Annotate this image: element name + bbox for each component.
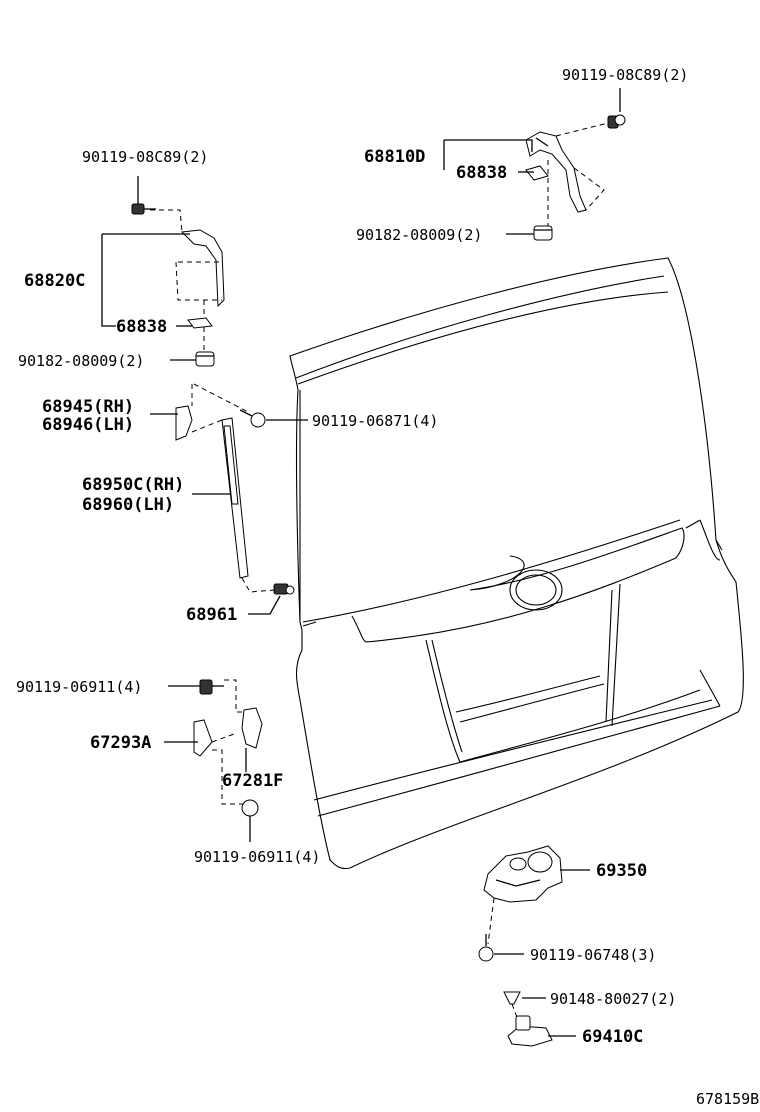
label-damper-lh: 68960(LH) — [82, 495, 174, 515]
damper-group — [150, 383, 308, 615]
label-screw-striker: 90148-80027(2) — [550, 990, 676, 1008]
shim-icon — [187, 317, 213, 329]
bolt-icon — [131, 176, 156, 215]
bolt-icon — [199, 679, 224, 695]
screw-icon — [503, 991, 521, 1005]
label-striker: 67281F — [222, 771, 283, 791]
label-door-striker: 69410C — [582, 1027, 643, 1047]
label-shim-lh: 68838 — [116, 317, 167, 337]
bolt-icon — [239, 409, 266, 428]
bolt-icon — [607, 88, 626, 129]
catalog-code: 678159B — [696, 1090, 759, 1108]
label-hinge-rh: 68810D — [364, 147, 425, 167]
label-hinge-lh: 68820C — [24, 271, 85, 291]
lock-group — [478, 845, 590, 1047]
label-stopper-lh: 90182-08009(2) — [18, 352, 144, 370]
shim-icon — [525, 165, 549, 181]
label-bracket-rh: 68945(RH) — [42, 397, 134, 417]
hinge-rh-group — [443, 88, 626, 241]
label-damper-rh: 68950C(RH) — [82, 475, 184, 495]
label-stopper-rh: 90182-08009(2) — [356, 226, 482, 244]
label-bolt-lock: 90119-06748(3) — [530, 946, 656, 964]
ball-stud-icon — [273, 583, 295, 595]
bolt-icon — [241, 799, 259, 842]
striker-icon — [507, 1015, 553, 1047]
stopper-icon — [533, 225, 553, 241]
back-door-panel — [289, 257, 744, 870]
bolt-icon — [478, 934, 494, 962]
stopper-icon — [195, 351, 215, 367]
label-bolt-striker-lower: 90119-06911(4) — [194, 848, 320, 866]
label-bolt-top-left: 90119-08C89(2) — [82, 148, 208, 166]
label-bolt-bracket: 90119-06871(4) — [312, 412, 438, 430]
label-ball-stud: 68961 — [186, 605, 237, 625]
label-lock-assy: 69350 — [596, 861, 647, 881]
hinge-lh-group — [101, 176, 225, 367]
label-bracket-lh: 68946(LH) — [42, 415, 134, 435]
striker-group — [164, 679, 263, 842]
label-striker-plate: 67293A — [90, 733, 151, 753]
label-bolt-striker-upper: 90119-06911(4) — [16, 678, 142, 696]
label-bolt-top-right: 90119-08C89(2) — [562, 66, 688, 84]
label-shim-rh: 68838 — [456, 163, 507, 183]
